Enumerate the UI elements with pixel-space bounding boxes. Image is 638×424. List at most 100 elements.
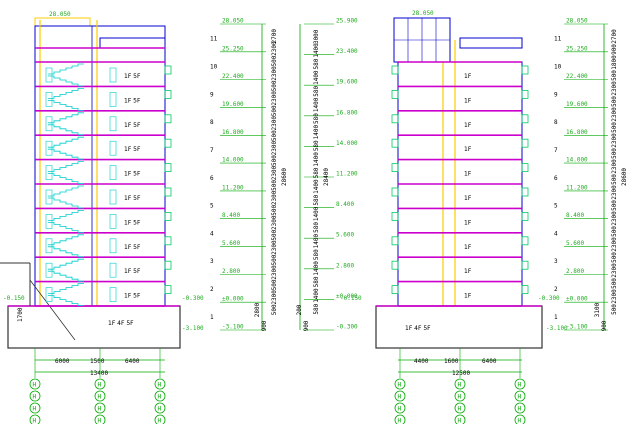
right-room-label: 1F bbox=[464, 171, 472, 178]
right-elev-level-label: 2.800 bbox=[566, 268, 584, 275]
right-axis-bubble bbox=[454, 390, 466, 402]
right-elev-level-label: 25.250 bbox=[566, 45, 588, 52]
mid-seg-dim: 1400 bbox=[313, 43, 320, 58]
left-elev-seg-dim: 500 bbox=[271, 105, 278, 116]
right-room-label: 1F bbox=[464, 146, 472, 153]
right-window bbox=[391, 260, 399, 270]
right-window bbox=[391, 65, 399, 75]
left-base-elev: -3.100 bbox=[182, 325, 204, 332]
left-elev-seg-dim: 2300 bbox=[271, 240, 278, 255]
left-axis-label: H bbox=[98, 394, 102, 401]
right-elev-level-label: 28.050 bbox=[566, 18, 588, 25]
left-elev-seg-dim: 500 bbox=[271, 130, 278, 141]
left-elev-floor-mark: 3 bbox=[210, 258, 214, 265]
left-axis-label: H bbox=[158, 406, 162, 413]
right-total-dim: 12500 bbox=[452, 370, 470, 377]
left-door bbox=[109, 67, 117, 83]
left-axis-bubble bbox=[94, 414, 106, 424]
left-door bbox=[109, 165, 117, 180]
mid-seg-dim: 580 bbox=[313, 303, 320, 314]
right-room-label: 1F bbox=[464, 195, 472, 202]
right-elev-floor-mark: 3 bbox=[554, 258, 558, 265]
right-elev-base-dim: 900 bbox=[601, 320, 608, 331]
mid-seg-dim: 580 bbox=[313, 222, 320, 233]
right-elev-seg-dim: 2300 bbox=[611, 133, 618, 148]
right-building-section: 28.050 1F 4F 5F -0.150 -0.300 -3.100 1F1… bbox=[340, 10, 568, 349]
right-room-label: 1F bbox=[464, 268, 472, 275]
left-elev-seg-dim: 500 bbox=[271, 80, 278, 91]
right-ground-right: -0.300 bbox=[538, 295, 560, 302]
left-door bbox=[109, 116, 117, 132]
left-door bbox=[45, 214, 53, 229]
right-room-label: 1F bbox=[464, 97, 472, 104]
left-roof-parapet bbox=[34, 17, 91, 27]
left-axis-label: H bbox=[158, 382, 162, 389]
left-stair-flight bbox=[48, 148, 84, 160]
left-axis-label: H bbox=[33, 406, 37, 413]
left-stair-flight bbox=[48, 246, 84, 258]
right-window bbox=[521, 260, 529, 270]
left-stair-flight bbox=[48, 197, 84, 209]
right-window bbox=[521, 138, 529, 148]
left-window bbox=[164, 285, 172, 295]
left-door bbox=[109, 238, 117, 254]
left-window bbox=[164, 65, 172, 75]
left-axis-label: H bbox=[98, 406, 102, 413]
right-axis-bubble bbox=[514, 378, 526, 390]
right-axis-label: H bbox=[518, 382, 522, 389]
right-elev-level-label: -3.100 bbox=[566, 324, 588, 331]
left-axis-label: H bbox=[98, 418, 102, 424]
left-door bbox=[45, 165, 53, 180]
mid-seg-dim: 1400 bbox=[313, 179, 320, 194]
right-window bbox=[521, 163, 529, 173]
left-elev-level-label: 19.600 bbox=[222, 101, 244, 108]
mid-seg-dim: 580 bbox=[313, 140, 320, 151]
left-stair-flight bbox=[48, 112, 84, 124]
right-elev-floor-mark: 9 bbox=[554, 91, 558, 98]
right-elev-seg-dim: 500 bbox=[611, 96, 618, 107]
right-axis-bubble bbox=[454, 402, 466, 414]
left-room-label: 1F 5F bbox=[124, 268, 141, 275]
left-roof-elev: 28.050 bbox=[49, 11, 71, 18]
left-elev-seg-dim: 500 bbox=[271, 279, 278, 290]
left-door bbox=[109, 140, 117, 156]
right-window bbox=[391, 236, 399, 246]
left-window bbox=[164, 260, 172, 270]
right-window bbox=[391, 211, 399, 221]
mid-base-dim: 200 bbox=[296, 304, 303, 315]
right-elev-seg-dim: 1800 bbox=[611, 55, 618, 70]
left-elev-level-label: ±0.000 bbox=[222, 296, 244, 303]
right-axis-bubble bbox=[394, 378, 406, 390]
mid-level-label: 25.900 bbox=[336, 18, 358, 25]
left-window bbox=[164, 90, 172, 99]
left-door bbox=[109, 92, 117, 107]
left-stair-flight bbox=[48, 88, 84, 99]
left-elev-floor-mark: 2 bbox=[210, 286, 214, 293]
mid-level-label: ±0.000 bbox=[336, 293, 358, 300]
left-elevation-column: 28.0501125.2501022.400919.600816.800714.… bbox=[210, 18, 288, 332]
left-elev-level-label: -3.100 bbox=[222, 324, 244, 331]
mid-seg-dim: 1400 bbox=[313, 206, 320, 221]
right-elev-seg-dim: 900 bbox=[611, 44, 618, 55]
right-axis-label: H bbox=[398, 406, 402, 413]
left-window bbox=[164, 187, 172, 197]
left-window bbox=[164, 163, 172, 173]
left-axis-label: H bbox=[158, 394, 162, 401]
left-room-label: 1F 5F bbox=[124, 97, 141, 104]
right-elev-seg-dim: 2300 bbox=[611, 159, 618, 174]
left-elev-total-dim: 28600 bbox=[281, 168, 288, 186]
right-roof-elev: 28.050 bbox=[412, 10, 434, 17]
mid-seg-dim: 580 bbox=[313, 85, 320, 96]
left-elev-floor-mark: 4 bbox=[210, 230, 214, 237]
left-ground-left: -0.150 bbox=[3, 295, 25, 302]
left-axis-bubble bbox=[29, 390, 41, 402]
right-elev-level-label: 16.800 bbox=[566, 129, 588, 136]
right-elev-level-label: 22.400 bbox=[566, 73, 588, 80]
left-elev-base-dim: 900 bbox=[261, 320, 268, 331]
left-ramp bbox=[29, 279, 76, 341]
left-elev-floor-mark: 6 bbox=[210, 175, 214, 182]
right-axis-label: H bbox=[458, 382, 462, 389]
mid-seg-dim: 580 bbox=[313, 194, 320, 205]
